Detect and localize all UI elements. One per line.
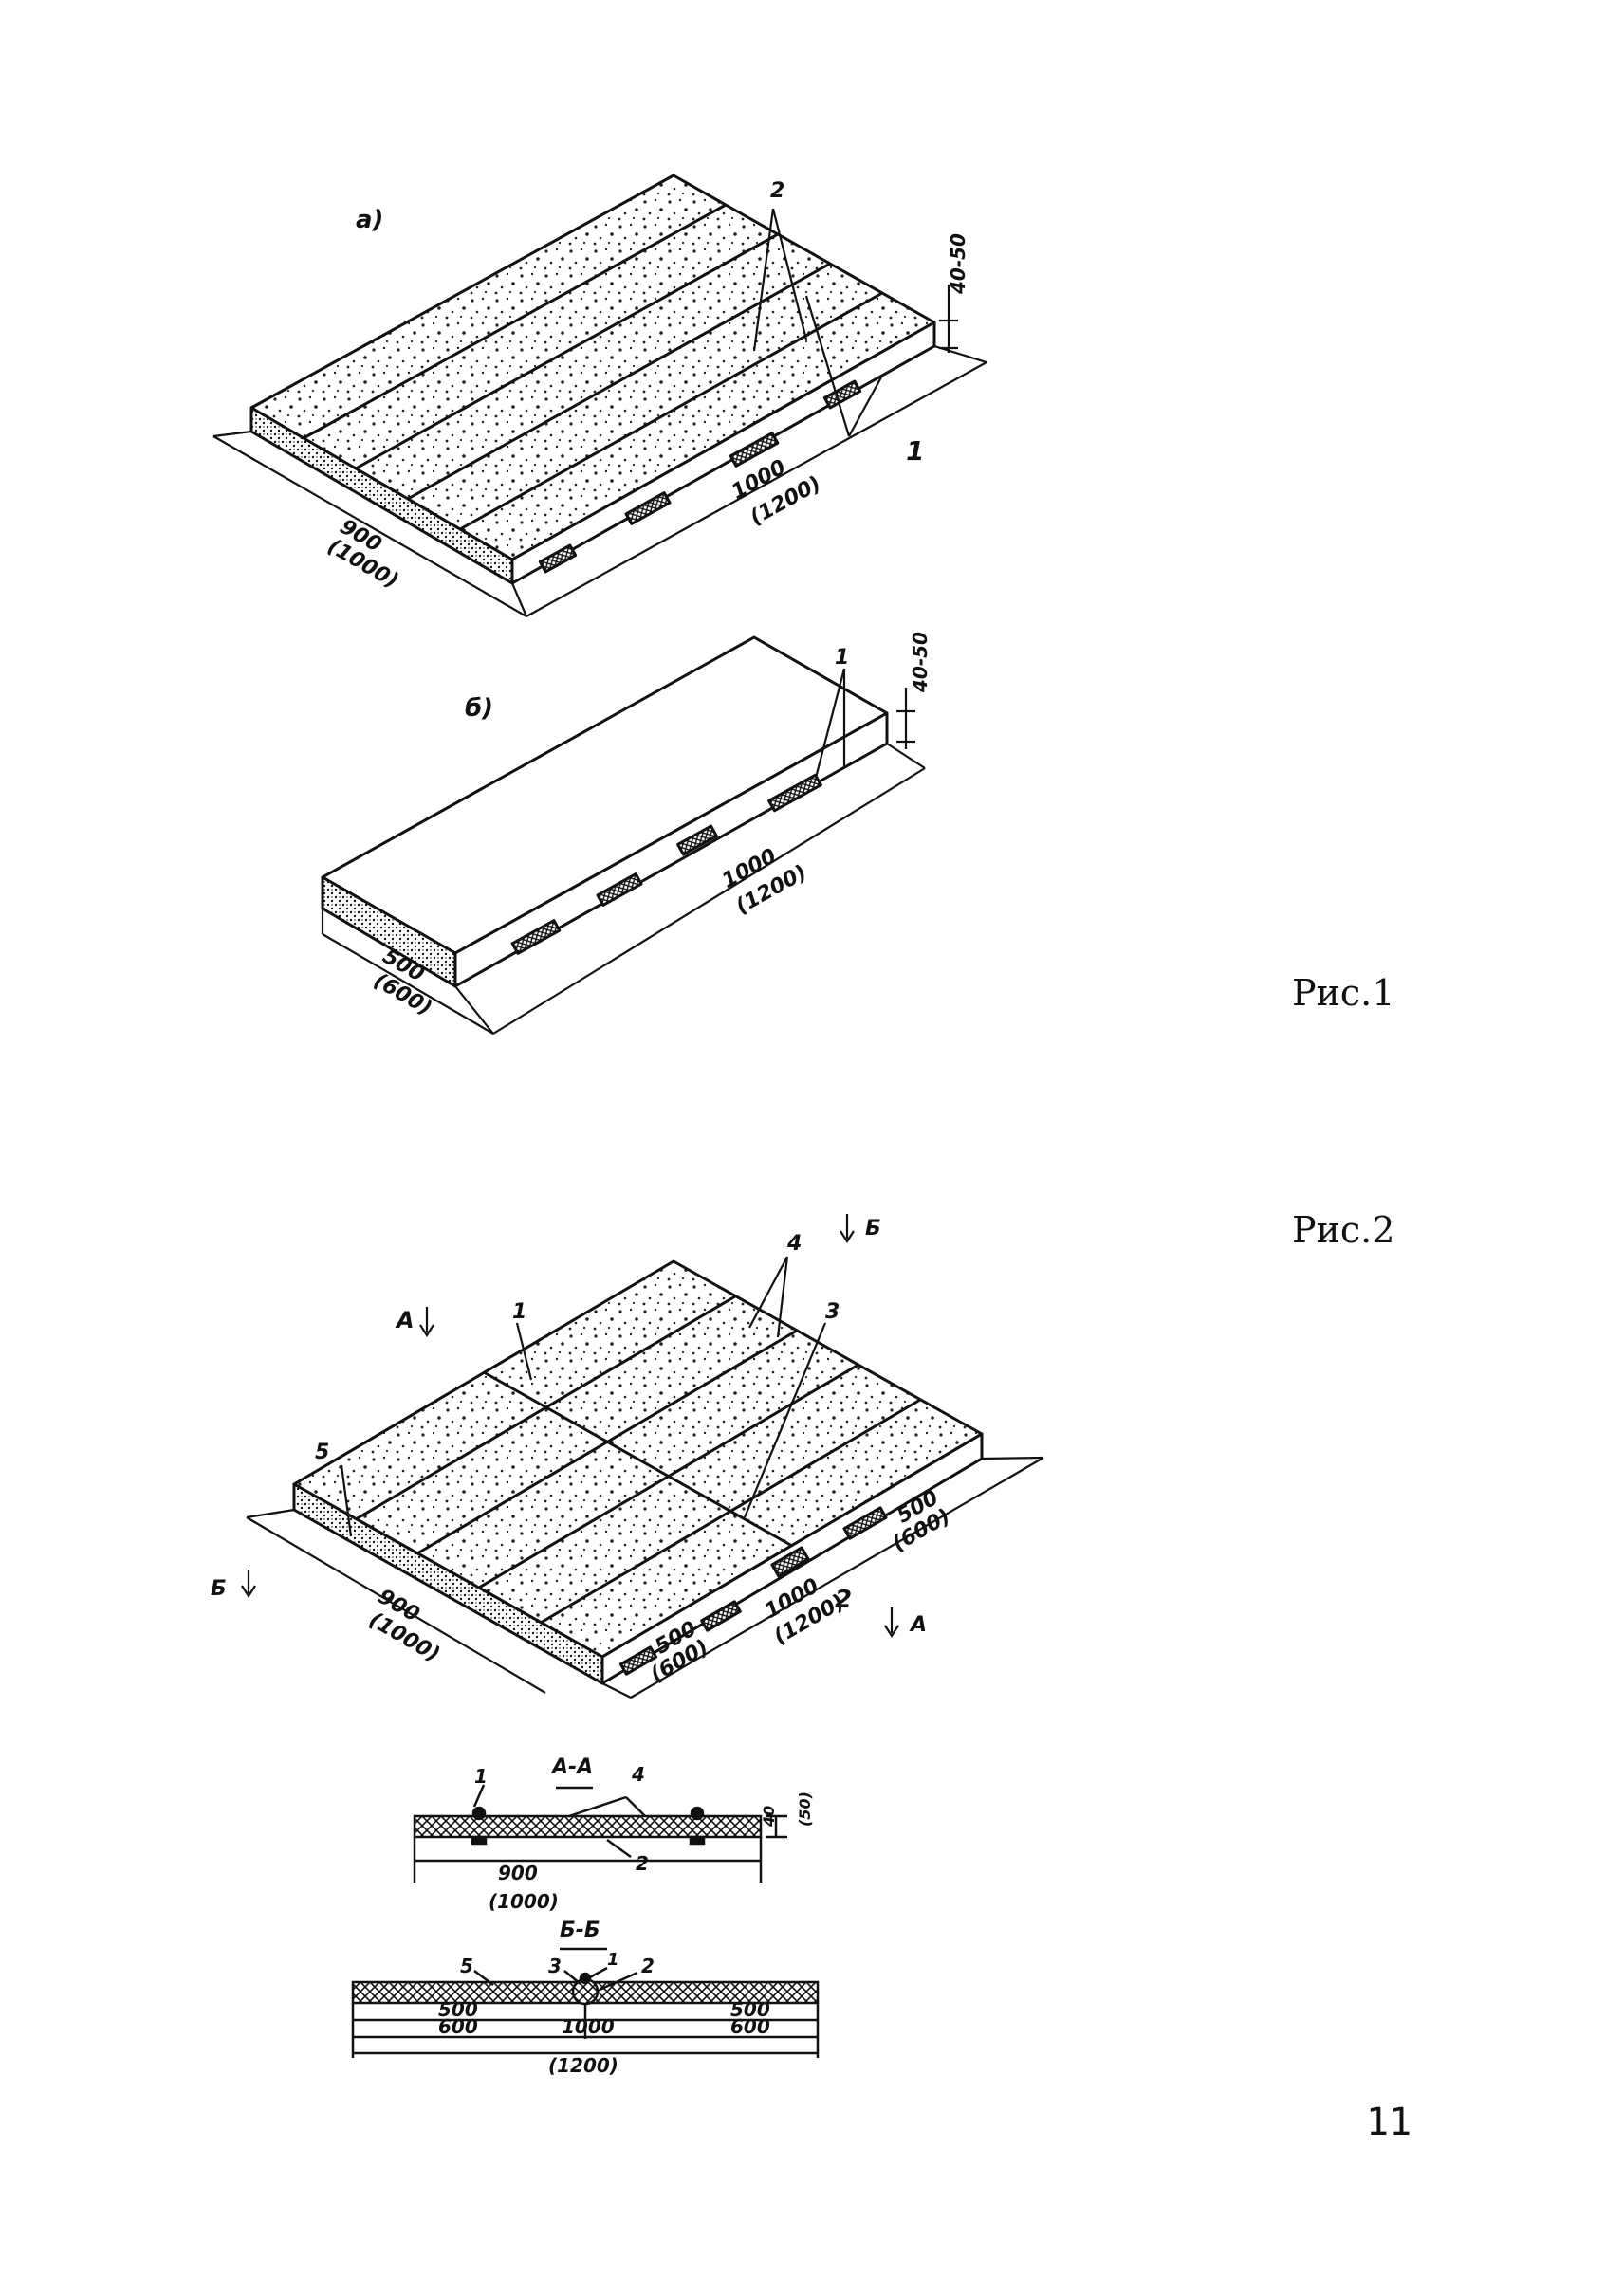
fig2-mesh-2 — [700, 1600, 742, 1632]
section-bb-half-right: 500 — [730, 1998, 770, 2021]
section-aa-callout-1: 1 — [474, 1765, 488, 1788]
section-aa-width: 900 — [498, 1862, 538, 1884]
fig2-section-b-left: Б — [211, 1577, 227, 1601]
fig1a-callout-2: 2 — [770, 179, 784, 203]
fig1b-mesh-2 — [596, 872, 643, 907]
fig1b-thickness: 40-50 — [909, 632, 932, 693]
fig1b-label: б) — [465, 694, 493, 723]
section-bb-callout-5: 5 — [460, 1955, 473, 1977]
fig2-section-a-bottom: А — [909, 1613, 927, 1637]
section-aa-callout-2: 2 — [636, 1852, 649, 1875]
section-aa-thickness: 40 — [760, 1806, 778, 1828]
fig2-joint-1 — [355, 1295, 736, 1521]
page-number: 11 — [1366, 2101, 1412, 2144]
section-aa-thickness-alt: (50) — [796, 1791, 814, 1827]
fig2-callout-1: 1 — [512, 1300, 526, 1324]
section-aa-title: А-А — [550, 1755, 593, 1779]
fig2-mesh-4 — [842, 1506, 888, 1540]
fig1a-callout-1: 1 — [906, 435, 924, 467]
fig2-callout-2: 2 — [835, 1586, 852, 1614]
section-aa-connector-left — [471, 1806, 487, 1821]
fig1b-mesh-4 — [767, 773, 822, 813]
fig1b-slab — [321, 635, 889, 988]
fig1a-mesh-1 — [538, 543, 578, 574]
fig1a-dimensions — [212, 208, 987, 617]
section-bb-callout-2: 2 — [641, 1955, 655, 1977]
fig1a-mesh-3 — [729, 432, 780, 468]
fig1b-mesh-3 — [676, 824, 718, 856]
section-bb — [351, 1947, 820, 2058]
fig1a-joint-2 — [355, 232, 779, 470]
fig2-dimensions — [241, 1214, 1044, 1699]
fig2-callout-3: 3 — [825, 1300, 840, 1324]
fig2-joint-4 — [540, 1398, 921, 1625]
fig2-joint-2 — [416, 1329, 798, 1555]
fig1a-thickness: 40-50 — [947, 233, 969, 295]
fig2-section-b-top: Б — [865, 1217, 881, 1240]
fig1a-joint-1 — [303, 203, 727, 440]
fig2-cross-joint — [483, 1370, 793, 1548]
section-bb-callout-3: 3 — [548, 1955, 562, 1977]
fig1a-mesh-4 — [822, 379, 862, 410]
fig1a-slab — [249, 174, 936, 585]
fig1b-callout-1: 1 — [835, 646, 849, 670]
fig1a-top-face — [249, 174, 936, 561]
section-bb-length: 1000 — [562, 2015, 615, 2038]
section-aa — [413, 1784, 787, 1883]
fig2-section-a-top: А — [395, 1307, 415, 1333]
section-bb-half-alt-left: 600 — [438, 2015, 478, 2038]
section-aa-clip-right — [689, 1835, 706, 1846]
fig2-callout-5: 5 — [315, 1441, 329, 1464]
fig1a-joint-4 — [459, 291, 883, 531]
section-bb-half-alt-right: 600 — [730, 2015, 770, 2038]
section-aa-body — [413, 1814, 763, 1839]
section-aa-callout-4: 4 — [631, 1763, 645, 1786]
fig2-caption: Рис.2 — [1292, 1209, 1395, 1251]
fig1-caption: Рис.1 — [1292, 972, 1395, 1014]
section-aa-connector-right — [690, 1806, 705, 1821]
section-bb-connector-top — [579, 1972, 592, 1985]
fig1b-mesh-1 — [510, 919, 562, 955]
fig2-mesh-3 — [770, 1546, 810, 1578]
fig1b-dimensions — [321, 668, 926, 1035]
fig1a-mesh-2 — [624, 491, 672, 525]
section-aa-clip-left — [471, 1835, 488, 1846]
fig2-mesh-1 — [618, 1645, 658, 1676]
section-bb-title: Б-Б — [560, 1919, 600, 1942]
fig2-joint-3 — [478, 1363, 859, 1589]
fig2-callout-4: 4 — [786, 1232, 802, 1256]
section-bb-length-alt: (1200) — [548, 2054, 618, 2077]
section-aa-width-alt: (1000) — [489, 1890, 559, 1913]
section-bb-callout-1: 1 — [607, 1950, 619, 1970]
fig1a-label: а) — [356, 206, 383, 234]
section-bb-half-left: 500 — [438, 1998, 478, 2021]
